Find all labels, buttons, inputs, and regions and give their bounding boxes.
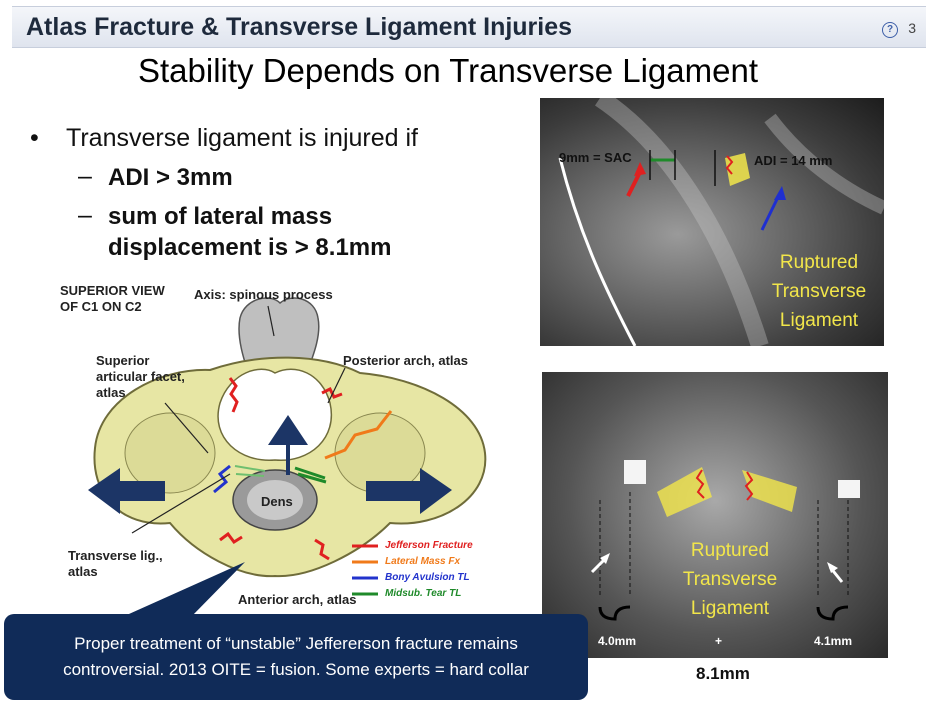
- callout-line-3: Ligament: [690, 598, 770, 619]
- view-title-1: SUPERIOR VIEW: [60, 283, 165, 298]
- superior-facet-label-2: articular facet,: [96, 369, 185, 384]
- note-line-2: controversial. 2013 OITE = fusion. Some …: [63, 660, 529, 679]
- bullet-main: Transverse ligament is injured if: [66, 124, 418, 152]
- ruptured-ligament-callout: Ruptured Transverse Ligament: [754, 248, 884, 335]
- dash-marker: –: [78, 162, 92, 190]
- open-mouth-xray: Ruptured Transverse Ligament 4.0mm + 4.1…: [542, 372, 888, 658]
- help-icon[interactable]: ?: [882, 22, 898, 38]
- displacement-arrows: [88, 415, 452, 514]
- callout-line-2: Transverse: [682, 569, 778, 590]
- callout-line-1: Ruptured: [690, 540, 770, 561]
- bullet-marker: •: [30, 124, 39, 152]
- header-title: Atlas Fracture & Transverse Ligament Inj…: [26, 13, 573, 41]
- transverse-ligament-label-1: Transverse lig.,: [68, 548, 163, 563]
- callout-line-1: Ruptured: [779, 252, 859, 273]
- open-mouth-xray-art: [590, 460, 860, 621]
- dens-label: Dens: [261, 494, 293, 509]
- transverse-ligament-label-2: atlas: [68, 564, 98, 579]
- legend-lateral-mass: Lateral Mass Fx: [385, 556, 461, 567]
- page-number: 3: [908, 20, 916, 36]
- axis-label: Axis: spinous process: [194, 287, 333, 302]
- sub-bullet-adi: ADI > 3mm: [108, 164, 233, 191]
- callout-line-3: Ligament: [779, 310, 859, 331]
- view-title-2: OF C1 ON C2: [60, 299, 142, 314]
- superior-facet-label-3: atlas: [96, 385, 126, 400]
- lateral-xray-art: [558, 98, 884, 346]
- dash-marker: –: [78, 201, 92, 229]
- anterior-arch-label: Anterior arch, atlas: [238, 592, 357, 607]
- sub-bullet-lateral-mass-2: displacement is > 8.1mm: [108, 234, 392, 261]
- ruptured-ligament-callout-bottom: Ruptured Transverse Ligament: [660, 536, 800, 623]
- atlas-diagram: SUPERIOR VIEW OF C1 ON C2 Axis: spinous …: [60, 278, 560, 618]
- note-line-1: Proper treatment of “unstable” Jefferers…: [74, 634, 518, 653]
- plus-sign: +: [715, 634, 723, 648]
- treatment-note: Proper treatment of “unstable” Jefferers…: [4, 614, 588, 700]
- callout-line-2: Transverse: [771, 281, 867, 302]
- superior-facet-label-1: Superior: [96, 353, 150, 368]
- left-displacement-measure: 4.0mm: [598, 634, 637, 648]
- legend-bony-avulsion: Bony Avulsion TL: [385, 572, 470, 583]
- slide-subtitle: Stability Depends on Transverse Ligament: [137, 52, 758, 89]
- sac-label: 9mm = SAC: [559, 150, 632, 165]
- posterior-arch-label: Posterior arch, atlas: [343, 353, 468, 368]
- sub-bullet-lateral-mass-1: sum of lateral mass: [108, 203, 333, 230]
- displacement-sum: 8.1mm: [696, 664, 750, 683]
- header-bar: Atlas Fracture & Transverse Ligament Inj…: [12, 6, 926, 48]
- adi-label: ADI = 14 mm: [754, 153, 833, 168]
- legend-jefferson: Jefferson Fracture: [385, 540, 473, 551]
- lateral-xray: 9mm = SAC ADI = 14 mm Ruptured Transvers…: [540, 98, 884, 346]
- legend-midsub-tear: Midsub. Tear TL: [385, 588, 462, 599]
- right-displacement-measure: 4.1mm: [814, 634, 853, 648]
